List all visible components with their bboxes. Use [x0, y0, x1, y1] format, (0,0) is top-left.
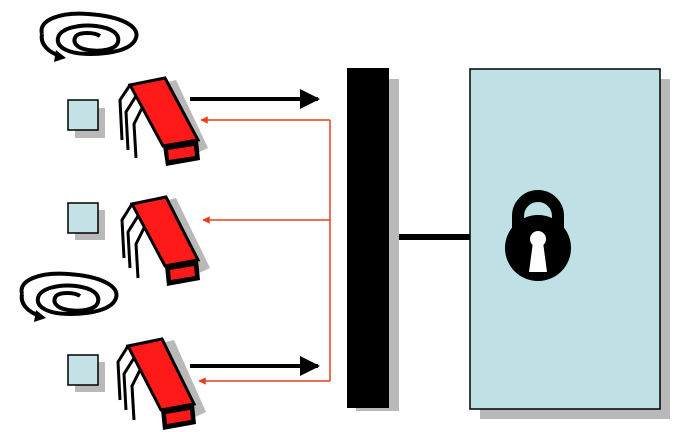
secure-server-panel [469, 68, 670, 419]
request-connectors [190, 89, 320, 376]
client-node-1 [39, 11, 208, 166]
network-bus [347, 68, 399, 411]
response-connectors [198, 116, 331, 385]
red-chip-device-icon [120, 195, 210, 286]
bus-bar [347, 68, 389, 408]
square-icon [67, 354, 105, 392]
padlock-icon [505, 190, 571, 281]
red-chip-device-icon [116, 337, 206, 430]
red-chip-device-icon [118, 76, 208, 166]
client-node-2 [67, 195, 210, 286]
spiral-swirl-icon [39, 11, 139, 62]
square-icon [67, 202, 105, 240]
client-node-3 [19, 271, 206, 430]
spiral-swirl-icon [19, 271, 119, 322]
square-icon [67, 99, 105, 138]
